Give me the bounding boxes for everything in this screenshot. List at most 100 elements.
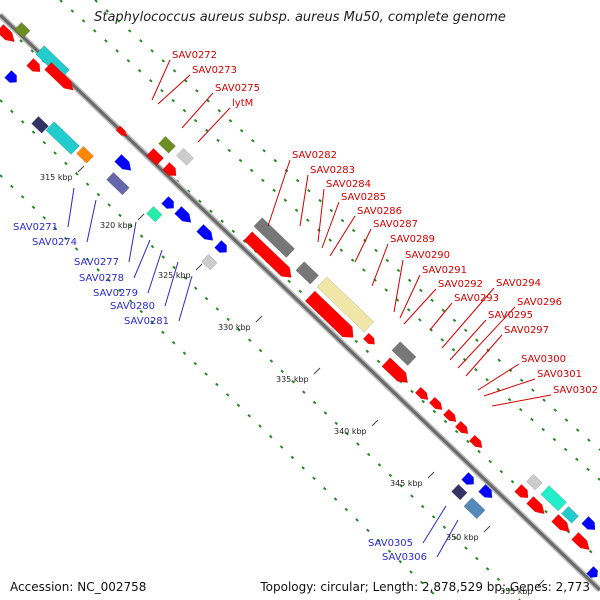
gene-block (115, 125, 128, 137)
gene-block (161, 196, 174, 209)
forward-gene-label: SAV0283 (310, 165, 355, 176)
gene-block (295, 261, 319, 285)
gene-block (463, 497, 486, 520)
gene-features (0, 22, 599, 579)
tick-label: 355 kbp (500, 587, 533, 596)
tick-mark (537, 579, 545, 587)
tick-label: 320 kbp (100, 221, 133, 230)
gene-block (31, 116, 49, 134)
reverse-gene-label: SAV0277 (74, 257, 119, 268)
forward-gene-label: SAV0286 (357, 206, 402, 217)
forward-gene-label: lytM (232, 98, 253, 109)
tick-label: 325 kbp (158, 271, 191, 280)
gene-block (514, 484, 529, 498)
gene-block (381, 357, 408, 384)
gene-block (461, 472, 474, 485)
gene-block (158, 136, 176, 154)
gene-block (176, 148, 194, 166)
forward-gene-label: SAV0302 (553, 385, 598, 396)
forward-gene-label: SAV0284 (326, 179, 371, 190)
gene-block (468, 434, 483, 448)
tick-mark (313, 367, 321, 375)
gene-block (44, 62, 74, 91)
tick-label: 350 kbp (446, 533, 479, 542)
forward-gene-label: SAV0292 (438, 279, 483, 290)
tick-label: 330 kbp (218, 323, 251, 332)
reverse-gene-label: SAV0305 (368, 538, 413, 549)
tick-mark (427, 471, 435, 479)
gene-block (196, 224, 214, 241)
tick-mark (195, 263, 203, 271)
gene-block (0, 24, 15, 43)
topology-text: Topology: circular; Length: 2,878,529 bp… (260, 580, 590, 594)
forward-gene-label: SAV0297 (504, 325, 549, 336)
gene-block (114, 154, 132, 171)
tick-mark (77, 165, 85, 173)
reverse-gene-label: SAV0279 (93, 288, 138, 299)
forward-gene-label: SAV0272 (172, 50, 217, 61)
reverse-gene-label: SAV0280 (110, 301, 155, 312)
gene-block (478, 484, 493, 498)
forward-gene-label: SAV0295 (488, 310, 533, 321)
forward-gene-label: SAV0273 (192, 65, 237, 76)
gene-block (162, 162, 177, 176)
scale-ticks: 315 kbp 320 kbp 325 kbp 330 kbp 335 kbp 340 k… (40, 165, 545, 596)
gene-block (540, 485, 567, 512)
gene-block (526, 496, 545, 515)
reverse-gene-label: SAV0281 (124, 316, 169, 327)
tick-label: 340 kbp (334, 427, 367, 436)
gene-block (454, 420, 469, 434)
gene-block (581, 516, 596, 530)
label-leaders (67, 59, 552, 558)
gene-block (451, 484, 468, 501)
gene-block (428, 396, 443, 410)
tick-mark (137, 213, 145, 221)
tick-label: 335 kbp (276, 375, 309, 384)
gene-block (551, 514, 570, 533)
forward-gene-label: SAV0289 (390, 234, 435, 245)
forward-gene-label: SAV0285 (341, 192, 386, 203)
forward-gene-label: SAV0287 (373, 219, 418, 230)
gene-block (174, 206, 192, 223)
gene-block (214, 240, 227, 253)
gene-block (201, 254, 218, 271)
forward-gene-label: SAV0275 (215, 83, 260, 94)
forward-gene-label: SAV0294 (496, 278, 541, 289)
reverse-gene-label: SAV0274 (32, 237, 77, 248)
reverse-gene-label: SAV0278 (79, 273, 124, 284)
gene-block (304, 290, 354, 338)
gene-block (14, 22, 31, 39)
gene-block (414, 386, 429, 400)
map-title: Staphylococcus aureus subsp. aureus Mu50… (94, 10, 506, 25)
gene-block (243, 231, 292, 278)
gene-block (253, 217, 295, 258)
forward-gene-label: SAV0293 (454, 293, 499, 304)
forward-gene-label: SAV0290 (405, 250, 450, 261)
forward-gene-label: SAV0296 (517, 297, 562, 308)
backbone (0, 12, 600, 593)
accession-text: Accession: NC_002758 (10, 580, 147, 594)
forward-gene-label: SAV0291 (422, 265, 467, 276)
gene-block (146, 206, 163, 223)
tick-label: 345 kbp (390, 479, 423, 488)
tick-mark (371, 419, 379, 427)
gene-block (586, 566, 599, 579)
gene-block (146, 148, 164, 166)
gene-block (561, 506, 579, 524)
tick-mark (255, 315, 263, 323)
gene-block (76, 146, 94, 164)
gene-block (391, 341, 417, 366)
gene-block (4, 70, 17, 83)
gene-block (571, 532, 590, 551)
gene-block (362, 332, 375, 345)
reverse-gene-label: SAV0306 (382, 552, 427, 563)
tick-label: 315 kbp (40, 173, 73, 182)
forward-gene-label: SAV0300 (521, 354, 566, 365)
forward-gene-label: SAV0282 (292, 150, 337, 161)
tick-mark (483, 525, 491, 533)
gene-block (26, 58, 41, 72)
gene-block (442, 408, 457, 422)
